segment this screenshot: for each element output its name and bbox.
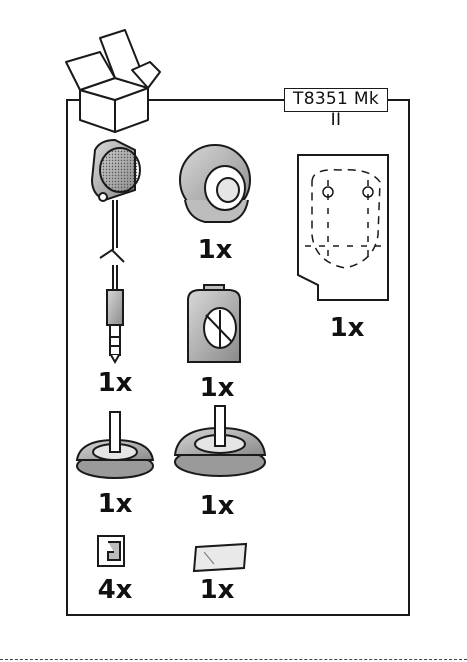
qty-adhesive-cable-clip: 4x — [85, 577, 145, 603]
adhesive-cable-clip — [98, 536, 124, 566]
qty-windscreen-housing: 1x — [185, 237, 245, 263]
qty-small-stand-base: 1x — [85, 491, 145, 517]
microphone-capsule — [92, 140, 140, 362]
cut-line — [0, 659, 467, 660]
qty-large-stand-base: 1x — [187, 493, 247, 519]
qty-mounting-template: 1x — [317, 315, 377, 341]
windscreen-housing — [180, 145, 250, 222]
qty-mounting-clip: 1x — [187, 375, 247, 401]
mounting-clip — [188, 285, 240, 362]
mounting-template — [298, 155, 388, 300]
open-box-icon — [66, 30, 160, 132]
large-stand-base — [175, 406, 265, 476]
adhesive-pad — [194, 544, 246, 571]
qty-adhesive-pad: 1x — [187, 577, 247, 603]
qty-microphone-capsule: 1x — [85, 370, 145, 396]
small-stand-base — [77, 412, 153, 478]
